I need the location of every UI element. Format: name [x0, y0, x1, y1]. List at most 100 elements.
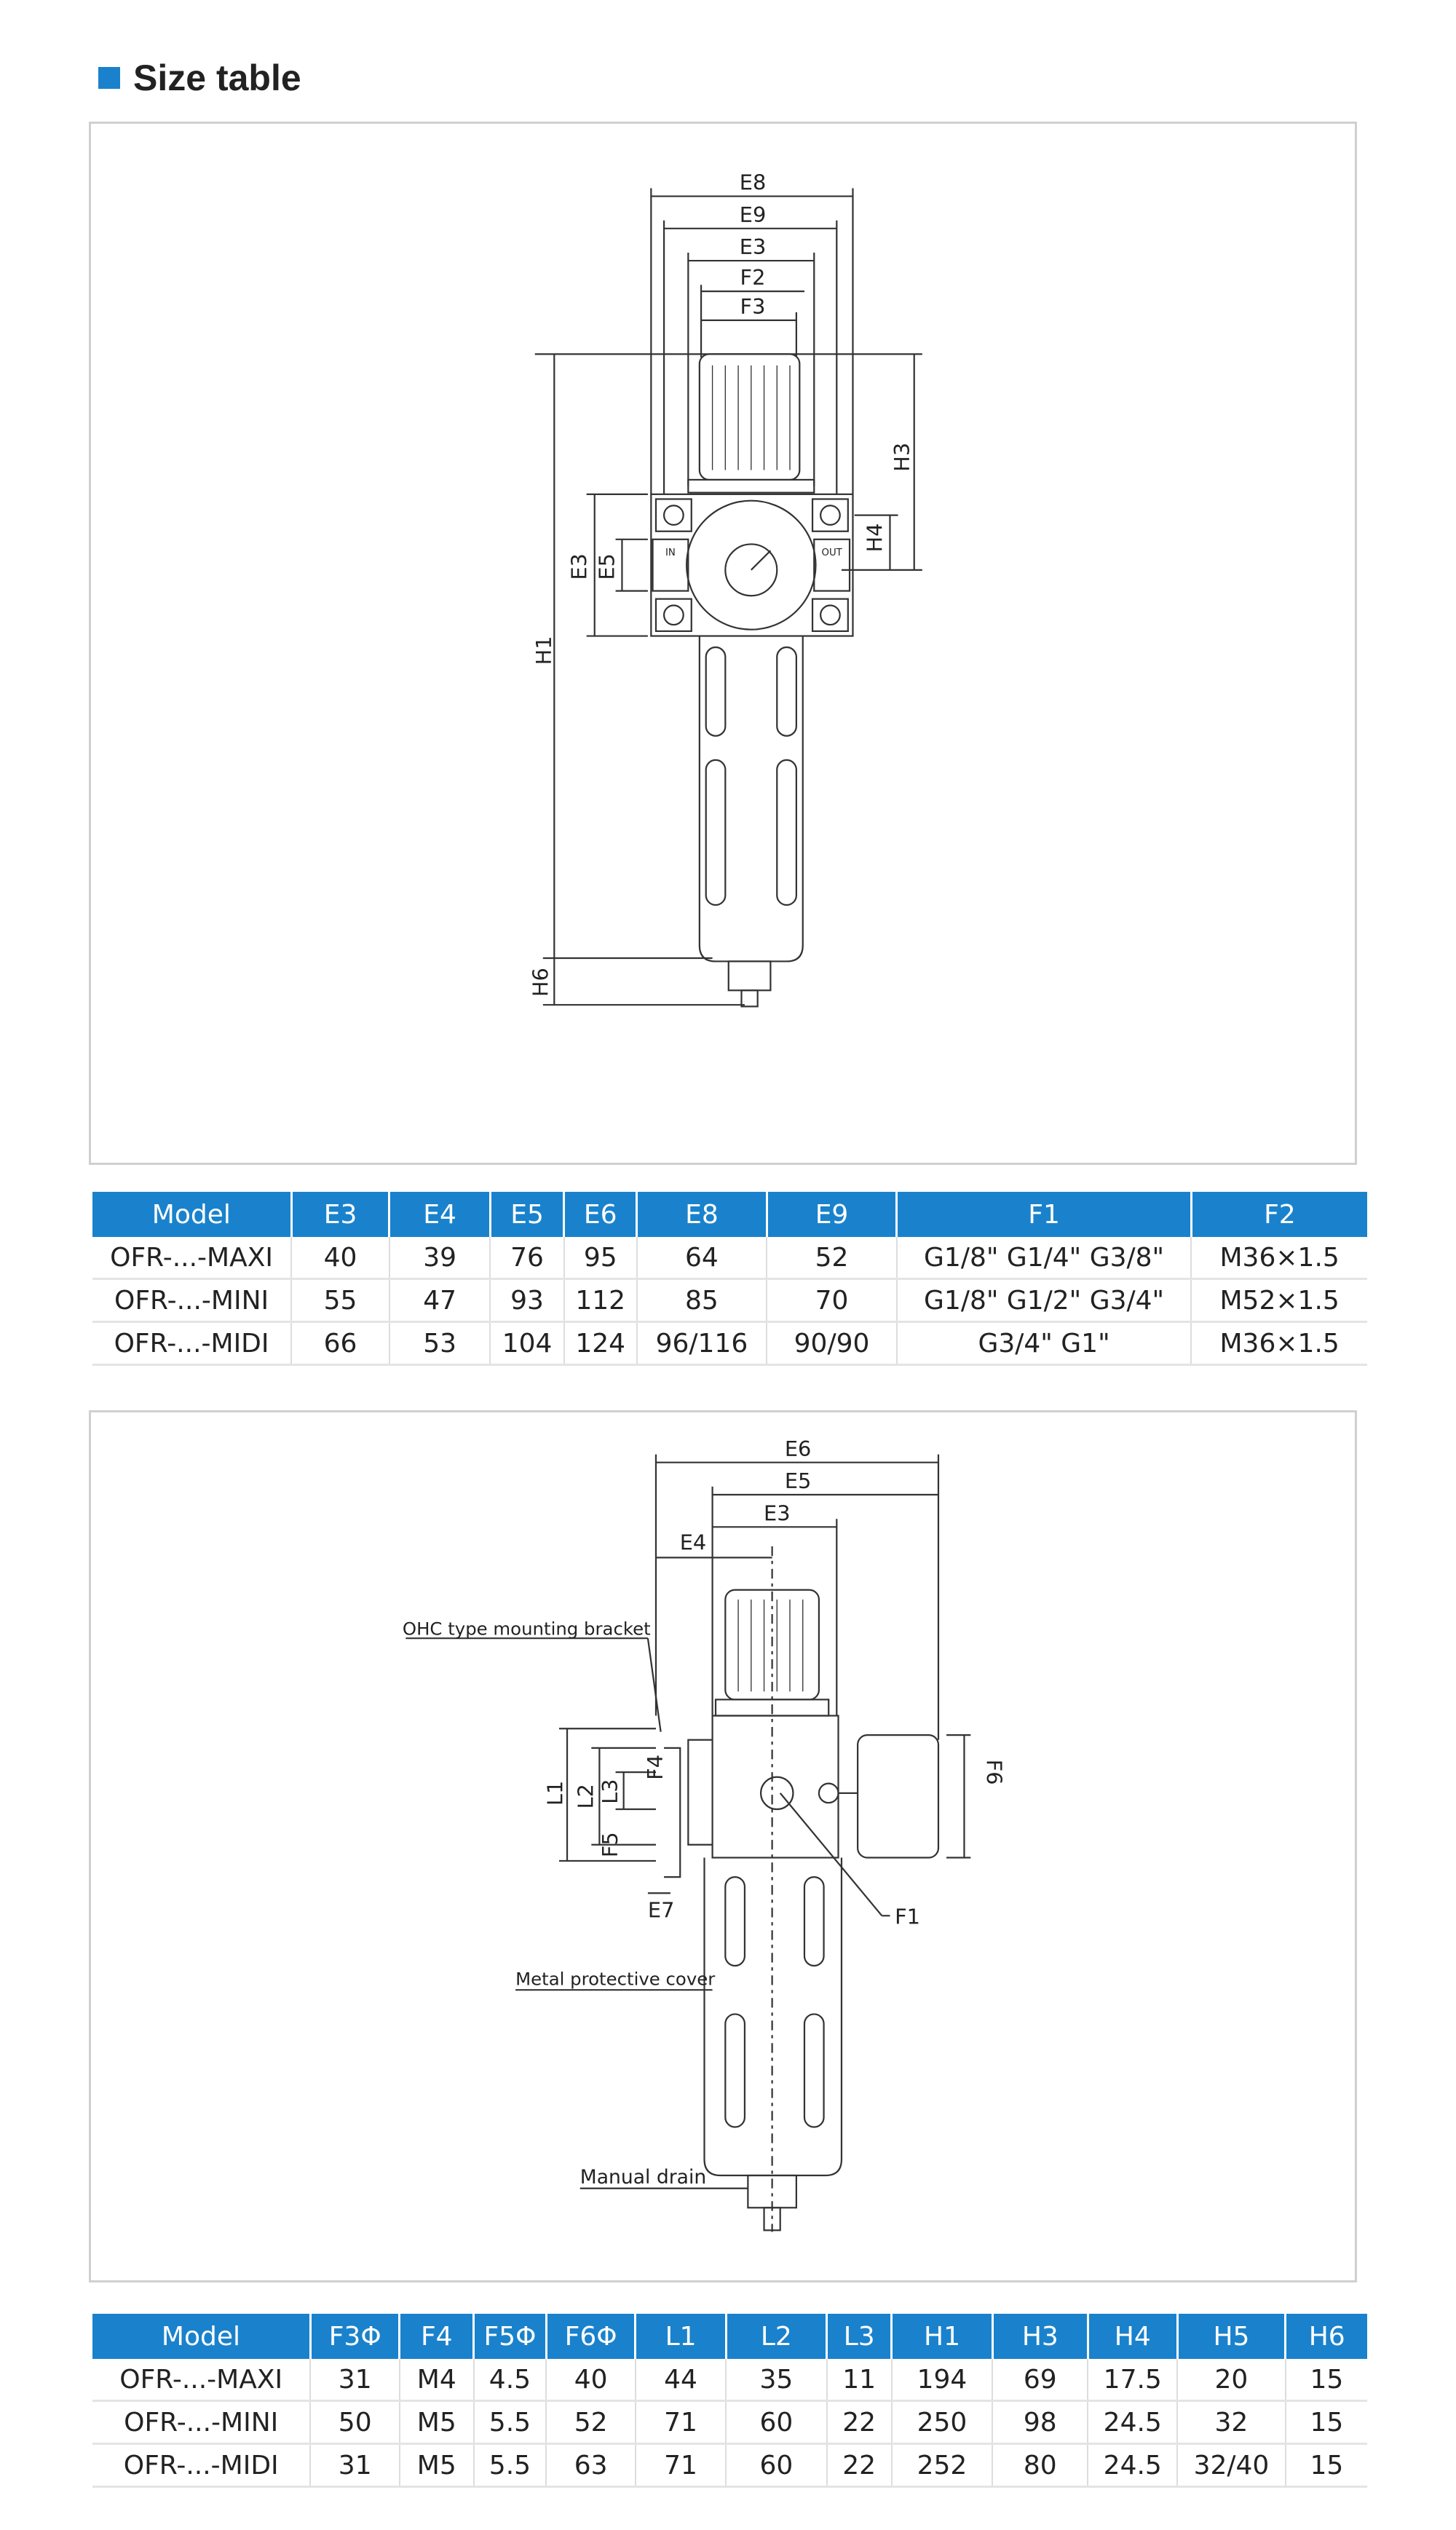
value-cell: 96/116 [636, 1321, 767, 1366]
column-header: H1 [890, 2314, 993, 2359]
column-header: L2 [724, 2314, 827, 2359]
value-cell: 31 [309, 2443, 400, 2488]
value-cell: 194 [890, 2359, 993, 2402]
model-cell: OFR-...-MIDI [92, 1321, 292, 1366]
dim-label-e4: E4 [680, 1530, 707, 1554]
dim-label-e3-side: E3 [567, 553, 592, 580]
value-cell: 112 [563, 1278, 637, 1323]
value-cell: 104 [489, 1321, 564, 1366]
port-label-out: OUT [822, 547, 843, 558]
value-cell: M5 [398, 2443, 474, 2488]
value-cell: 93 [489, 1278, 564, 1323]
front-view-drawing: E8 E9 E3 F2 F3 H3 H4 H1 E3 E5 H6 IN OUT [89, 122, 1357, 1165]
dim-label-e9: E9 [740, 202, 767, 227]
bullet-square-icon [98, 67, 120, 89]
callout-manual-drain: Manual drain [580, 2166, 706, 2189]
column-header: H4 [1086, 2314, 1178, 2359]
dim-label-h3: H3 [890, 443, 914, 472]
dim-label-h1: H1 [531, 636, 556, 665]
value-cell: 64 [636, 1237, 767, 1280]
dim-label-h6: H6 [528, 968, 553, 997]
value-cell: 4.5 [472, 2359, 547, 2402]
column-header: F4 [398, 2314, 474, 2359]
dim-label-e3: E3 [740, 234, 767, 259]
model-cell: OFR-...-MAXI [92, 1237, 292, 1280]
value-cell: 32 [1176, 2400, 1286, 2445]
value-cell: 60 [725, 2400, 827, 2445]
value-cell: 20 [1176, 2359, 1286, 2402]
value-cell: 44 [634, 2359, 727, 2402]
column-header: F1 [895, 1192, 1192, 1237]
value-cell: G1/8" G1/4" G3/8" [895, 1237, 1192, 1280]
value-cell: 24.5 [1087, 2400, 1178, 2445]
column-header: F5Φ [472, 2314, 547, 2359]
column-header: E3 [290, 1192, 389, 1237]
value-cell: 76 [489, 1237, 564, 1280]
column-header: E8 [636, 1192, 767, 1237]
value-cell: 252 [890, 2443, 993, 2488]
value-cell: G1/8" G1/2" G3/4" [895, 1278, 1192, 1323]
value-cell: 22 [826, 2400, 892, 2445]
column-header: H5 [1176, 2314, 1286, 2359]
value-cell: 5.5 [472, 2443, 547, 2488]
dim-label-f6: F6 [981, 1760, 1006, 1785]
dim-label-e7: E7 [648, 1897, 675, 1922]
value-cell: 55 [290, 1278, 389, 1323]
value-cell: 124 [563, 1321, 637, 1366]
value-cell: 17.5 [1087, 2359, 1178, 2402]
value-cell: 95 [563, 1237, 637, 1280]
model-cell: OFR-...-MINI [92, 2400, 311, 2445]
table-header-row: Model E3 E4 E5 E6 E8 E9 F1 F2 [92, 1192, 1367, 1237]
column-header: F3Φ [309, 2314, 400, 2359]
value-cell: 15 [1284, 2400, 1367, 2445]
value-cell: M4 [398, 2359, 474, 2402]
value-cell: 85 [636, 1278, 767, 1323]
value-cell: 71 [634, 2443, 727, 2488]
column-header: H6 [1284, 2314, 1367, 2359]
value-cell: M36×1.5 [1190, 1321, 1367, 1366]
value-cell: M36×1.5 [1190, 1237, 1367, 1280]
value-cell: 70 [766, 1278, 897, 1323]
value-cell: 24.5 [1087, 2443, 1178, 2488]
dim-label-l3: L3 [598, 1779, 622, 1803]
dim-label-e5: E5 [594, 553, 619, 580]
model-cell: OFR-...-MIDI [92, 2443, 311, 2488]
value-cell: 15 [1284, 2443, 1367, 2488]
value-cell: 60 [725, 2443, 827, 2488]
value-cell: 69 [992, 2359, 1088, 2402]
value-cell: 98 [992, 2400, 1088, 2445]
size-table-1: Model E3 E4 E5 E6 E8 E9 F1 F2 OFR-...-MA… [92, 1192, 1367, 1366]
value-cell: 66 [290, 1321, 389, 1366]
column-header: L3 [826, 2314, 892, 2359]
value-cell: G3/4" G1" [895, 1321, 1192, 1366]
dim-label-e6: E6 [785, 1436, 812, 1461]
value-cell: 80 [992, 2443, 1088, 2488]
dim-label-f1: F1 [895, 1904, 920, 1929]
value-cell: 53 [388, 1321, 491, 1366]
callout-protective-cover: Metal protective cover [515, 1969, 716, 1990]
dim-label-l2: L2 [574, 1784, 598, 1808]
value-cell: 90/90 [766, 1321, 897, 1366]
column-header: E5 [488, 1192, 564, 1237]
section-title-text: Size table [133, 58, 301, 98]
value-cell: 32/40 [1176, 2443, 1286, 2488]
column-header: H3 [991, 2314, 1088, 2359]
dim-label-f5: F5 [598, 1832, 622, 1857]
value-cell: 15 [1284, 2359, 1367, 2402]
value-cell: 63 [545, 2443, 636, 2488]
value-cell: M52×1.5 [1190, 1278, 1367, 1323]
value-cell: 5.5 [472, 2400, 547, 2445]
dim-label-f4: F4 [643, 1755, 668, 1780]
model-cell: OFR-...-MINI [92, 1278, 292, 1323]
side-view-drawing: E6 E5 E3 E4 OHC type mounting bracket L1… [89, 1410, 1357, 2282]
dim-label-e8: E8 [740, 170, 767, 195]
model-cell: OFR-...-MAXI [92, 2359, 311, 2402]
dim-label-h4: H4 [862, 523, 887, 553]
value-cell: 47 [388, 1278, 491, 1323]
